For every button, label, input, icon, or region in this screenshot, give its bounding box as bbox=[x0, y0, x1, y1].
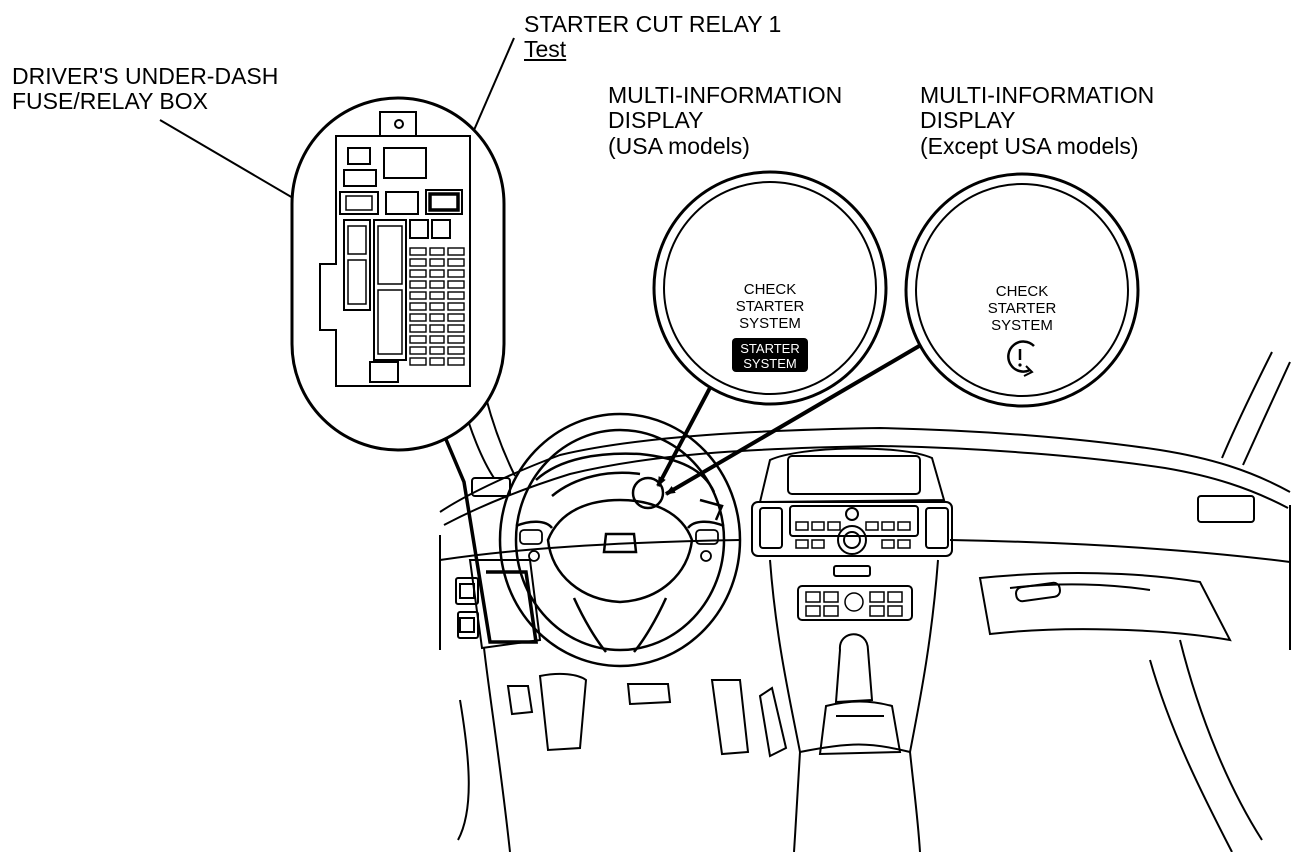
multi-information-display-other: CHECK STARTER SYSTEM bbox=[904, 172, 1140, 408]
relay-test-link[interactable]: Test bbox=[524, 36, 567, 62]
starter-system-warning-icon bbox=[1007, 340, 1035, 377]
fuse-box-label-line2: FUSE/RELAY BOX bbox=[12, 88, 208, 114]
fuse-box-label-line1: DRIVER'S UNDER-DASH bbox=[12, 63, 279, 89]
starter-system-badge bbox=[732, 338, 808, 372]
starter-cut-relay-1-socket bbox=[428, 192, 460, 212]
steering-wheel bbox=[498, 412, 742, 668]
other-check-text-line3: SYSTEM bbox=[991, 317, 1053, 334]
mid-usa-label-line3: (USA models) bbox=[608, 133, 750, 159]
relay-label: STARTER CUT RELAY 1 bbox=[524, 12, 781, 37]
relay-label-title: STARTER CUT RELAY 1 bbox=[524, 11, 782, 37]
mid-other-label-line1: MULTI-INFORMATION bbox=[920, 82, 1155, 108]
center-console bbox=[751, 447, 953, 852]
fuse-relay-box-callout bbox=[290, 96, 506, 452]
usa-check-text-line1: CHECK bbox=[744, 281, 797, 298]
footwell bbox=[457, 639, 1263, 852]
mid-other-label-line3: (Except USA models) bbox=[920, 133, 1139, 159]
other-check-text-line2: STARTER bbox=[988, 300, 1057, 317]
mid-usa-label-line1: MULTI-INFORMATION bbox=[608, 82, 843, 108]
fuse-relay-box bbox=[319, 111, 471, 387]
other-check-text-line1: CHECK bbox=[996, 283, 1049, 300]
badge-text-line1: STARTER bbox=[740, 341, 799, 356]
badge-text-line2: SYSTEM bbox=[743, 356, 796, 371]
dashboard-drawing bbox=[439, 351, 1291, 650]
mid-usa-label-line2: DISPLAY bbox=[608, 107, 704, 133]
usa-check-text-line2: STARTER bbox=[736, 298, 805, 315]
mid-other-label-line2: DISPLAY bbox=[920, 107, 1016, 133]
multi-information-display-usa: CHECK STARTER SYSTEM STARTER SYSTEM bbox=[652, 170, 888, 406]
usa-check-text-line3: SYSTEM bbox=[739, 315, 801, 332]
